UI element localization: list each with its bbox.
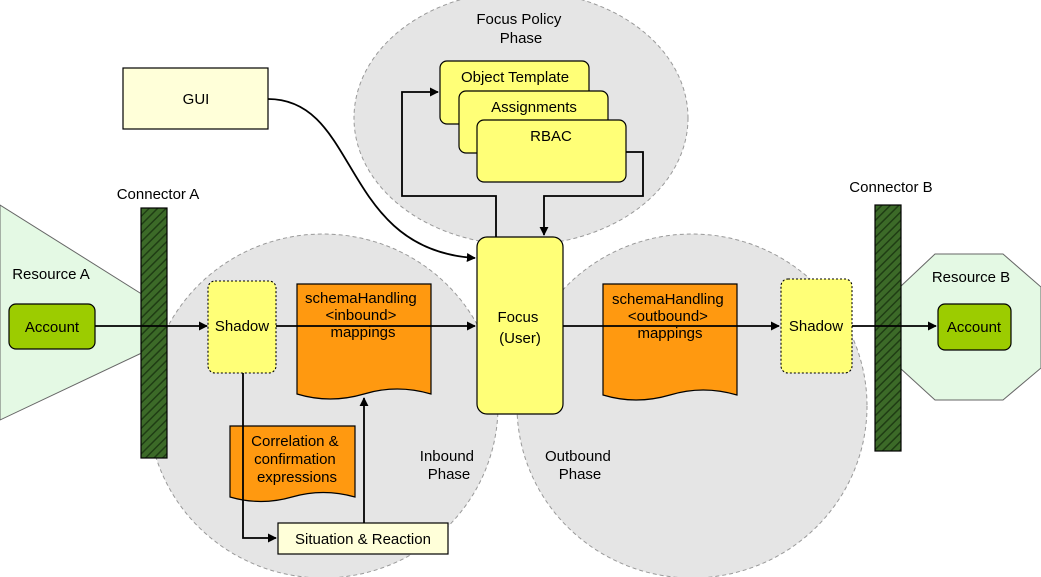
resource-b-title: Resource B — [932, 269, 1010, 286]
shadow-left-box[interactable] — [207, 280, 277, 374]
assignments-label: Assignments — [491, 99, 577, 116]
connector-a-label: Connector A — [117, 186, 200, 203]
inbound-mappings-label: schemaHandling <inbound> mappings — [305, 290, 421, 341]
inbound-phase-label: Inbound Phase — [420, 448, 478, 483]
connector-b-bar — [874, 204, 902, 452]
outbound-mappings-label: schemaHandling <outbound> mappings — [612, 291, 728, 342]
rbac-label: RBAC — [530, 128, 572, 145]
arrow-gui-to-focus — [267, 98, 476, 263]
object-template-label: Object Template — [461, 69, 569, 86]
connector-b-label: Connector B — [849, 179, 932, 196]
connector-a-bar — [140, 207, 168, 459]
arrow-focus-to-object-template — [401, 87, 497, 237]
account-b-box[interactable] — [937, 303, 1012, 351]
rbac-box[interactable] — [476, 119, 627, 183]
inbound-mappings-doc[interactable] — [296, 283, 432, 400]
resource-a-title: Resource A — [12, 266, 90, 283]
shadow-right-box[interactable] — [780, 278, 853, 374]
outbound-phase-label: Outbound Phase — [545, 448, 615, 483]
shadow-right-label: Shadow — [789, 318, 843, 335]
correlation-label: Correlation & confirmation expressions — [251, 433, 343, 486]
account-b-label: Account — [947, 319, 1002, 336]
account-a-label: Account — [25, 319, 80, 336]
situation-reaction-box[interactable] — [277, 522, 449, 555]
arrow-rbac-to-focus — [539, 151, 644, 236]
outbound-mappings-doc[interactable] — [602, 283, 738, 401]
arrow-shadow-to-situation — [242, 373, 277, 543]
shadow-left-label: Shadow — [215, 318, 269, 335]
correlation-doc[interactable] — [229, 425, 356, 503]
focus-label: Focus (User) — [497, 309, 542, 347]
situation-reaction-label: Situation & Reaction — [295, 531, 431, 548]
gui-label: GUI — [183, 91, 210, 108]
focus-policy-phase-label: Focus Policy Phase — [476, 11, 565, 47]
gui-box[interactable] — [122, 67, 269, 130]
